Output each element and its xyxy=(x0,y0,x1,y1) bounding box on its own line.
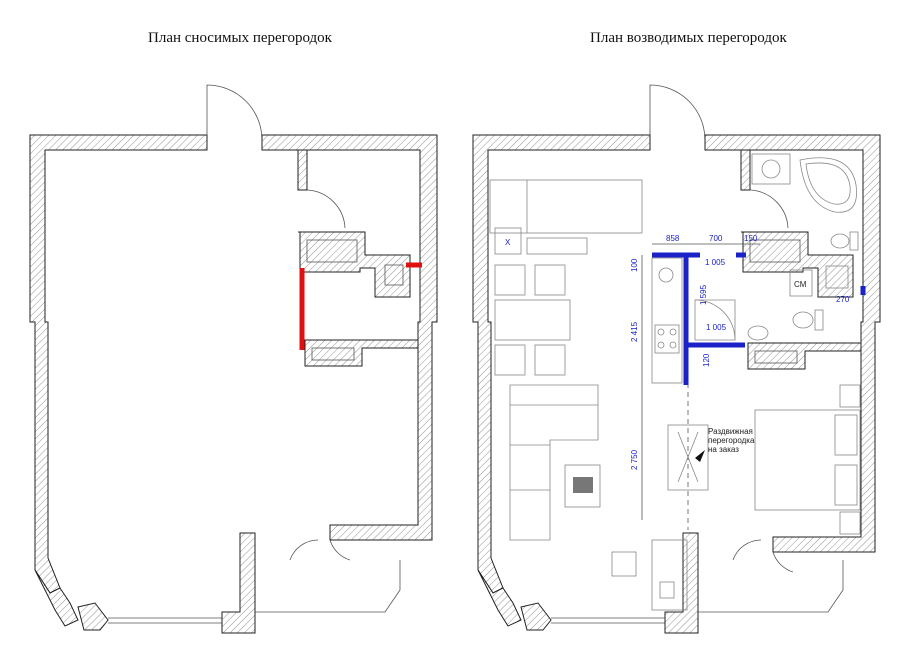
sink-icon xyxy=(761,159,781,179)
partition-note-line3: на заказ xyxy=(708,445,739,454)
dim-1005-a: 1 005 xyxy=(705,258,726,267)
dining-table xyxy=(494,299,571,341)
sofa xyxy=(509,384,599,541)
wall-top-right xyxy=(261,134,438,541)
wall-left-outer-r xyxy=(472,134,651,594)
bathroom-door xyxy=(306,189,346,229)
chair-1 xyxy=(494,264,526,296)
entry-door xyxy=(206,84,263,141)
construction-plan: СМ Х xyxy=(472,84,881,634)
dim-1005-b: 1 005 xyxy=(706,323,727,332)
wall-bathroom xyxy=(297,149,308,191)
toilet-icon-2 xyxy=(792,311,814,329)
wall-partition-upper xyxy=(298,231,411,298)
wall-bay-left xyxy=(34,569,79,627)
bathtub-icon xyxy=(799,157,857,213)
dim-150: 150 xyxy=(744,234,758,243)
stove-box xyxy=(494,227,522,255)
kitchen-sink xyxy=(658,267,674,283)
cooktop xyxy=(654,324,680,354)
nightstand-2 xyxy=(839,511,861,535)
plan-title-construction: План возводимых перегородок xyxy=(590,30,787,46)
new-partitions xyxy=(652,252,866,385)
dim-100: 100 xyxy=(630,258,639,272)
bed xyxy=(754,409,861,511)
plan-title-demolition: План сносимых перегородок xyxy=(148,30,332,46)
dim-700: 700 xyxy=(709,234,723,243)
dim-2415: 2 415 xyxy=(630,321,639,342)
laptop-icon xyxy=(573,477,593,493)
sink-cabinet xyxy=(751,153,791,185)
partition-note-line1: Раздвижная xyxy=(708,427,753,436)
wall-bay-bottom xyxy=(77,602,109,631)
desk xyxy=(651,539,688,611)
dim-1595: 1 595 xyxy=(699,284,708,305)
entry-door-r xyxy=(649,84,706,141)
wall-left-outer xyxy=(29,134,208,594)
demolition-plan xyxy=(29,84,438,634)
wall-bottom-center xyxy=(221,532,256,634)
toilet-icon-1 xyxy=(830,233,850,249)
sink-icon-2 xyxy=(747,325,769,341)
coffee-table xyxy=(564,464,601,508)
balcony-outline-right xyxy=(698,560,844,613)
wall-top-right-r xyxy=(704,134,881,553)
counter-bar xyxy=(526,237,588,255)
balcony-outline-left xyxy=(255,560,401,613)
kitchen-counter xyxy=(651,257,683,384)
balcony-door-left xyxy=(289,539,319,561)
dim-120: 120 xyxy=(702,353,711,367)
washing-machine xyxy=(789,269,813,297)
nightstand-1 xyxy=(839,384,861,408)
shower-tray xyxy=(694,299,736,341)
partition-note-line2: перегородка xyxy=(708,436,755,445)
wall-partition-lower xyxy=(304,339,419,367)
washing-machine-label: СМ xyxy=(794,280,807,289)
chair-3 xyxy=(494,344,526,376)
chair-4 xyxy=(534,344,566,376)
dim-2750: 2 750 xyxy=(630,449,639,470)
dim-858: 858 xyxy=(666,234,680,243)
kitchen-upper-cabinets xyxy=(489,179,643,234)
desk-chair xyxy=(611,551,637,577)
dim-270: 270 xyxy=(836,295,850,304)
chair-2 xyxy=(534,264,566,296)
stove-mark: Х xyxy=(505,238,511,247)
sliding-partition-box xyxy=(667,424,709,491)
